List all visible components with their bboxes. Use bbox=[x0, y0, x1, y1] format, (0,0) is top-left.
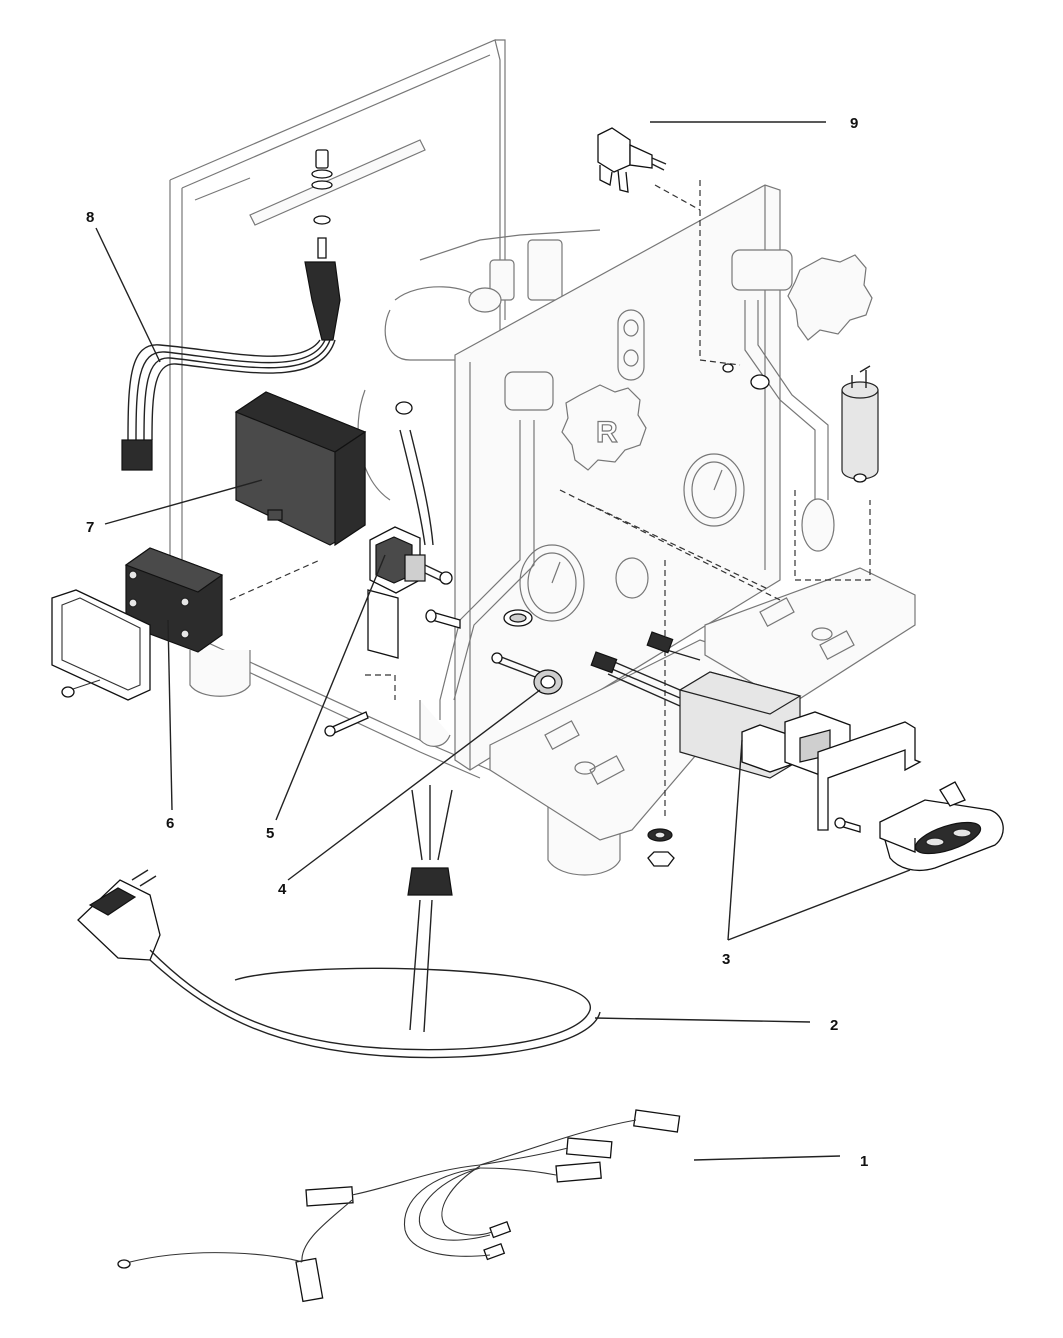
callout-4: 4 bbox=[278, 881, 287, 898]
part-2-power-cord bbox=[77, 785, 601, 1059]
part-4-indicator-light bbox=[491, 609, 563, 695]
front-panel: R bbox=[439, 184, 873, 771]
part-5-switch bbox=[367, 401, 453, 659]
switch-cover-plate bbox=[879, 781, 1004, 872]
callout-7: 7 bbox=[86, 519, 94, 536]
callout-2: 2 bbox=[830, 1017, 838, 1034]
callout-6: 6 bbox=[166, 815, 174, 832]
callout-5: 5 bbox=[266, 825, 274, 842]
part-3-switch-assembly bbox=[590, 631, 922, 831]
right-washer bbox=[750, 374, 770, 390]
right-small-washer bbox=[722, 363, 734, 373]
screws bbox=[324, 609, 861, 833]
pressure-gauge-icon bbox=[683, 453, 745, 527]
callout-9: 9 bbox=[850, 115, 858, 132]
relay-bracket bbox=[51, 589, 151, 701]
tray-nut bbox=[647, 828, 675, 867]
capacitor bbox=[841, 365, 879, 483]
part-7-control-box bbox=[234, 391, 367, 547]
callout-3: 3 bbox=[722, 951, 730, 968]
brand-knob-icon: R bbox=[561, 384, 647, 471]
logo-letter: R bbox=[596, 416, 618, 449]
boiler-gauge-icon bbox=[519, 544, 585, 622]
top-mount-bolt bbox=[311, 149, 333, 259]
part-9-pressure-switch bbox=[597, 127, 667, 193]
part-1-wiring-loom bbox=[117, 1109, 681, 1303]
callout-1: 1 bbox=[860, 1153, 868, 1170]
callout-labels: 9 8 7 6 5 4 3 2 1 bbox=[86, 115, 868, 1170]
leader-lines bbox=[95, 121, 911, 1161]
callout-8: 8 bbox=[86, 209, 94, 226]
part-8-wiring-harness bbox=[121, 261, 341, 471]
